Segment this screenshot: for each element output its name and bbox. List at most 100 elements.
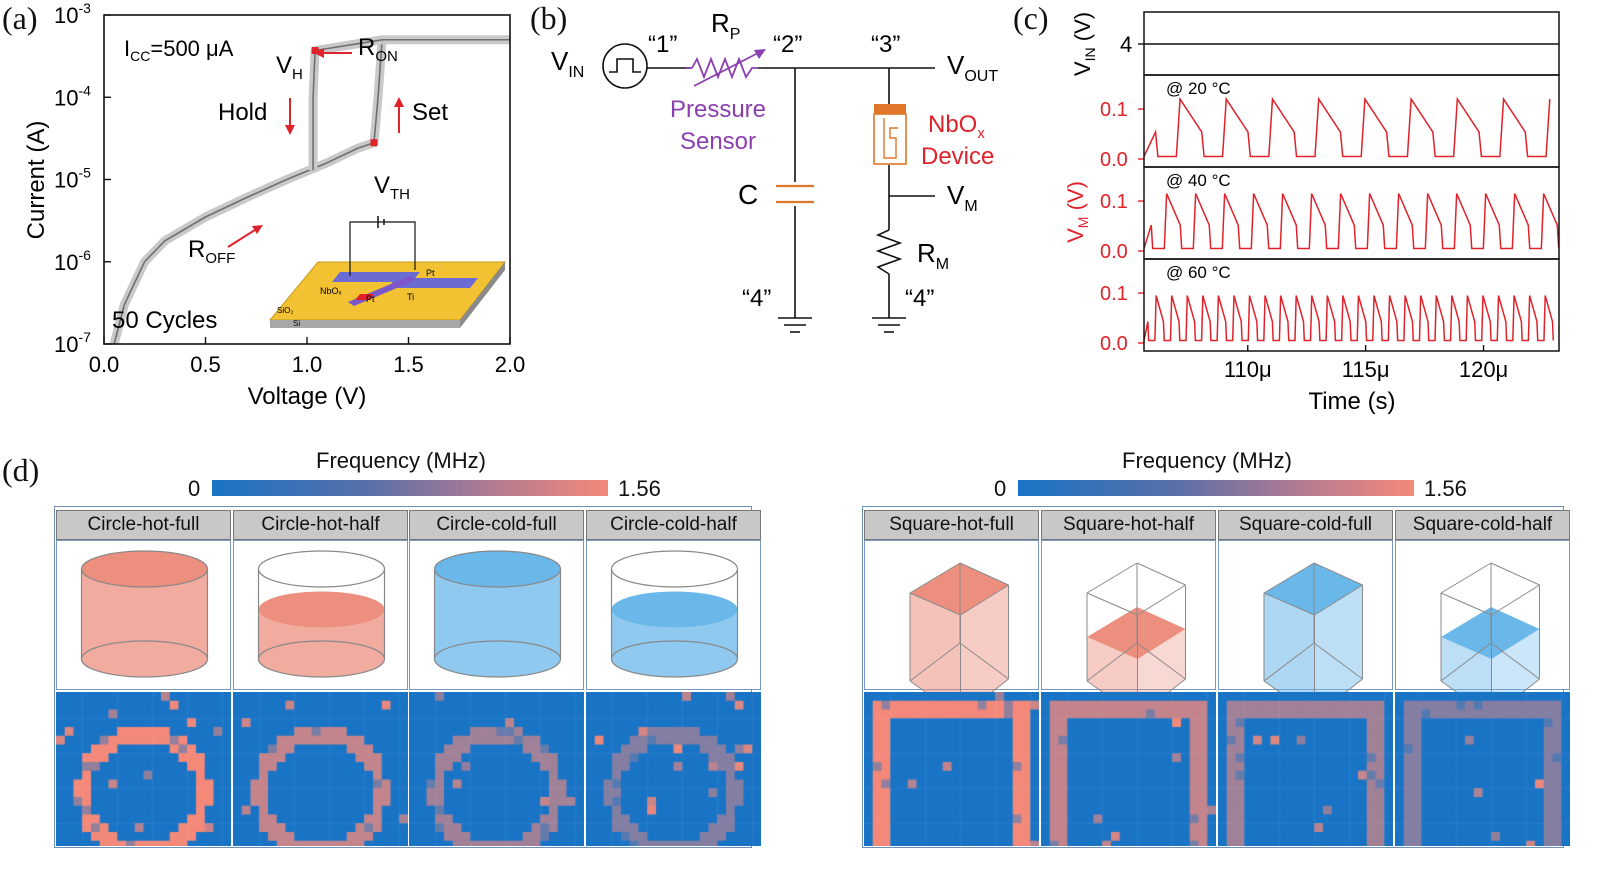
cylinder-icon bbox=[433, 550, 562, 678]
temperature-label: @ 60 °C bbox=[1166, 263, 1231, 282]
cylinder-icon bbox=[610, 550, 739, 678]
time-tick-label: 120μ bbox=[1459, 357, 1508, 382]
node-3-label: “3” bbox=[871, 31, 900, 58]
inset-label-ti: Ti bbox=[407, 292, 414, 302]
time-axis-label: Time (s) bbox=[1308, 388, 1395, 415]
x-tick-label: 1.5 bbox=[393, 352, 424, 377]
frequency-heatmap bbox=[864, 692, 1039, 846]
inset-label-sio2: SiO₂ bbox=[277, 306, 293, 315]
cube-edge bbox=[959, 562, 1009, 586]
vin-axis-label: VIN (V) bbox=[1070, 12, 1098, 76]
frequency-heatmap bbox=[56, 692, 231, 846]
liquid-body bbox=[434, 569, 561, 677]
cube-icon bbox=[1086, 562, 1186, 718]
square-illustration-2 bbox=[1218, 540, 1393, 718]
cylinder-rim bbox=[257, 550, 386, 588]
square-illustration-3 bbox=[1395, 540, 1570, 718]
colorbar-max-left: 1.56 bbox=[618, 476, 661, 501]
inset-label-nbox: NbOₓ bbox=[320, 286, 342, 296]
vm-series-2 bbox=[1143, 295, 1555, 342]
cube-edge bbox=[1137, 584, 1186, 616]
x-tick-label: 0.5 bbox=[190, 352, 221, 377]
frequency-heatmap bbox=[1041, 692, 1216, 846]
liquid-surface bbox=[1087, 607, 1186, 659]
sensor-label-2: Sensor bbox=[680, 128, 756, 155]
liquid-surface bbox=[611, 591, 738, 628]
header-circle-0: Circle-hot-full bbox=[56, 510, 231, 540]
vout-label: VOUT bbox=[947, 50, 998, 85]
device-label-2: Device bbox=[921, 143, 994, 170]
liquid-surface bbox=[258, 591, 385, 628]
plot-frame bbox=[103, 14, 511, 345]
pressure-sensor-resistor bbox=[686, 51, 761, 87]
vin-label: VIN bbox=[551, 46, 584, 81]
cube-edge bbox=[1263, 562, 1315, 594]
cylinder-rim bbox=[610, 550, 739, 588]
frequency-heatmap bbox=[1218, 692, 1393, 846]
node-1-label: “1” bbox=[648, 31, 677, 58]
cube-edge bbox=[1263, 642, 1315, 682]
iv-series-band-0 bbox=[109, 35, 510, 346]
y-tick-label: 10-7 bbox=[54, 329, 91, 357]
ron-arrowhead bbox=[314, 48, 324, 58]
colorbar-gradient-right bbox=[1018, 480, 1414, 496]
roff-arrowhead bbox=[252, 225, 263, 234]
time-tick-label: 115μ bbox=[1342, 357, 1390, 382]
vm-y-tick-label: 0.1 bbox=[1100, 99, 1128, 121]
cylinder-icon bbox=[80, 550, 209, 678]
hold-annotation: Hold bbox=[218, 99, 267, 126]
cube-edge bbox=[1440, 592, 1492, 616]
vm-frame-20 bbox=[1143, 74, 1560, 168]
roff-arrow bbox=[227, 227, 259, 248]
cube-edge bbox=[1136, 562, 1186, 586]
x-axis-label: Voltage (V) bbox=[248, 383, 367, 410]
cylinder-base bbox=[257, 640, 386, 678]
vin-y-tick-label: 4 bbox=[1120, 32, 1132, 57]
vm-axis-label: VM (V) bbox=[1063, 181, 1091, 243]
header-circle-2: Circle-cold-full bbox=[409, 510, 584, 540]
cube-edge bbox=[909, 592, 961, 616]
cube-edge bbox=[1313, 642, 1363, 680]
node-2-label: “2” bbox=[773, 31, 802, 58]
switch-point-marker-1 bbox=[370, 139, 378, 147]
liquid-body bbox=[258, 609, 385, 677]
vm-y-tick-label: 0.0 bbox=[1100, 241, 1128, 263]
device-label-1: NbOx bbox=[928, 111, 985, 142]
panel-letter-a: (a) bbox=[2, 0, 38, 36]
y-tick-label: 10-3 bbox=[54, 0, 91, 28]
x-tick-label: 0.0 bbox=[89, 352, 120, 377]
cube-icon bbox=[1440, 562, 1540, 718]
panel-letter-c: (c) bbox=[1013, 0, 1049, 36]
cylinder-base bbox=[433, 640, 562, 678]
header-square-2: Square-cold-full bbox=[1218, 510, 1393, 540]
node-4-label-left: “4” bbox=[742, 285, 771, 312]
vm-series-1 bbox=[1143, 193, 1560, 250]
x-tick-label: 1.0 bbox=[292, 352, 323, 377]
inset-label-pt-top: Pt bbox=[426, 268, 435, 278]
cylinder-base bbox=[610, 640, 739, 678]
liquid-surface bbox=[81, 551, 208, 587]
sensor-label-1: Pressure bbox=[670, 96, 766, 123]
vm-y-tick-label: 0.0 bbox=[1100, 333, 1128, 355]
nbox-device-icon bbox=[873, 104, 907, 165]
vin-frame bbox=[1143, 11, 1560, 76]
header-square-3: Square-cold-half bbox=[1395, 510, 1570, 540]
panel-letter-d: (d) bbox=[2, 452, 40, 488]
liquid-side bbox=[910, 593, 961, 717]
colorbar-min-right: 0 bbox=[994, 476, 1007, 501]
liquid-surface bbox=[910, 563, 1009, 615]
cube-edge bbox=[1490, 642, 1540, 680]
cube-edge bbox=[1440, 642, 1492, 682]
iv-series-line-0 bbox=[113, 38, 510, 345]
liquid-surface bbox=[1264, 563, 1363, 615]
liquid-side bbox=[1264, 593, 1315, 717]
cube-edge bbox=[1440, 562, 1492, 594]
colorbar-max-right: 1.56 bbox=[1424, 476, 1467, 501]
liquid-side bbox=[960, 585, 1009, 717]
iv-series-line-1 bbox=[312, 38, 383, 171]
inset-label-pt-bottom: Pt bbox=[366, 294, 375, 304]
iv-series-band-1 bbox=[308, 35, 383, 171]
cube-edge bbox=[909, 562, 961, 594]
set-annotation: Set bbox=[412, 99, 448, 126]
header-square-0: Square-hot-full bbox=[864, 510, 1039, 540]
